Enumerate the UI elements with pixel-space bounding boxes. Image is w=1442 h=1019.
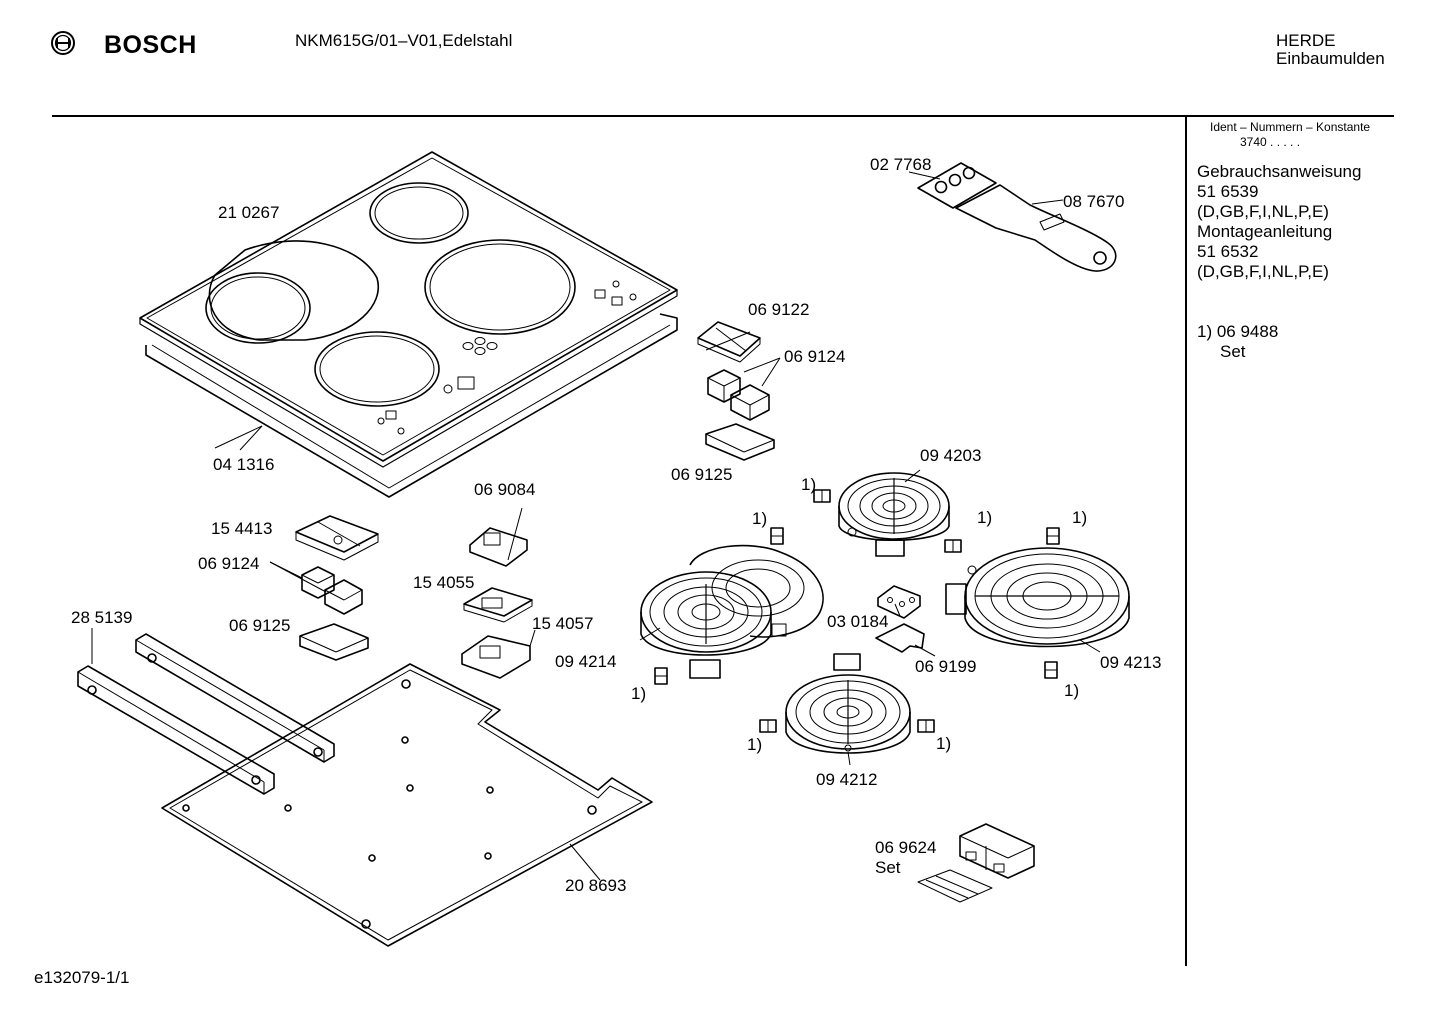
connector-clip-4 bbox=[1046, 527, 1060, 545]
footnote-marker-8: 1) bbox=[936, 734, 952, 753]
part-label-154057: 15 4057 bbox=[532, 614, 594, 633]
part-label-094212: 09 4212 bbox=[816, 770, 878, 789]
connector-clip-1 bbox=[813, 489, 831, 503]
control-housing bbox=[461, 629, 536, 679]
regulator-bracket bbox=[705, 423, 775, 461]
heating-element-09-4213 bbox=[945, 547, 1130, 648]
connector-clip-3 bbox=[944, 539, 962, 553]
connector-clip-8 bbox=[917, 719, 935, 733]
part-label-094214: 09 4214 bbox=[555, 652, 617, 671]
installation-label: Montageanleitung bbox=[1197, 222, 1333, 241]
model-designation: NKM615G/01–V01,Edelstahl bbox=[295, 31, 513, 50]
connector-clip-7 bbox=[759, 719, 777, 733]
energy-regulator-3 bbox=[301, 566, 335, 599]
manual-label: Gebrauchsanweisung bbox=[1197, 162, 1362, 181]
part-label-069624-set: Set bbox=[875, 858, 901, 877]
bosch-armature-icon bbox=[51, 31, 75, 55]
manual-languages: (D,GB,F,I,NL,P,E) bbox=[1197, 202, 1329, 221]
mounting-clip bbox=[875, 623, 925, 653]
part-label-069084: 06 9084 bbox=[474, 480, 536, 499]
part-label-069122: 06 9122 bbox=[748, 300, 810, 319]
part-label-069125-upper: 06 9125 bbox=[671, 465, 733, 484]
scraper-blade-plate bbox=[908, 162, 997, 209]
connector-clip-6 bbox=[1044, 661, 1058, 679]
category-secondary: Einbaumulden bbox=[1276, 49, 1385, 68]
heating-element-09-4203 bbox=[838, 472, 950, 557]
relay-module bbox=[469, 507, 528, 567]
connector-set bbox=[917, 823, 1035, 903]
installation-number: 51 6532 bbox=[1197, 242, 1259, 261]
part-label-030184: 03 0184 bbox=[827, 612, 889, 631]
heating-element-09-4214 bbox=[640, 544, 824, 679]
hob-glass-top bbox=[139, 151, 678, 468]
part-label-154413: 15 4413 bbox=[211, 519, 273, 538]
part-label-069125-left: 06 9125 bbox=[229, 616, 291, 635]
part-label-285139: 28 5139 bbox=[71, 608, 133, 627]
mounting-rail-2 bbox=[77, 665, 275, 795]
base-plate bbox=[161, 663, 653, 947]
brand-name: BOSCH bbox=[104, 31, 197, 59]
terminal-block bbox=[877, 585, 921, 619]
energy-regulator-cover bbox=[697, 321, 761, 363]
control-panel-insert bbox=[463, 587, 533, 623]
part-label-094213: 09 4213 bbox=[1100, 653, 1162, 672]
connector-clip-2 bbox=[770, 527, 784, 545]
part-label-069624: 06 9624 bbox=[875, 838, 937, 857]
ident-value: 3740 . . . . . bbox=[1240, 135, 1301, 149]
part-label-069124-upper: 06 9124 bbox=[784, 347, 846, 366]
footnote-marker-3: 1) bbox=[977, 508, 993, 527]
part-label-069124-left: 06 9124 bbox=[198, 554, 260, 573]
connector-clip-5 bbox=[654, 667, 668, 685]
footnote-marker-5: 1) bbox=[631, 684, 647, 703]
footnote-marker-1: 1) bbox=[801, 475, 817, 494]
energy-regulator-2 bbox=[730, 384, 770, 421]
ident-title: Ident – Nummern – Konstante bbox=[1210, 120, 1371, 134]
footnote-marker-2: 1) bbox=[752, 509, 768, 528]
part-label-087670: 08 7670 bbox=[1063, 192, 1125, 211]
heating-element-09-4212 bbox=[785, 653, 911, 754]
footnote-number: 1) 06 9488 bbox=[1197, 322, 1279, 341]
category-primary: HERDE bbox=[1276, 31, 1336, 50]
installation-languages: (D,GB,F,I,NL,P,E) bbox=[1197, 262, 1329, 281]
part-label-027768: 02 7768 bbox=[870, 155, 932, 174]
part-label-210267: 21 0267 bbox=[218, 203, 280, 222]
mounting-rail-1 bbox=[135, 633, 335, 763]
manual-number: 51 6539 bbox=[1197, 182, 1259, 201]
footnote-set: Set bbox=[1220, 342, 1246, 361]
footnote-marker-4: 1) bbox=[1072, 508, 1088, 527]
part-label-069199: 06 9199 bbox=[915, 657, 977, 676]
part-label-094203: 09 4203 bbox=[920, 446, 982, 465]
energy-regulator-1 bbox=[707, 369, 741, 403]
hob-gasket bbox=[145, 313, 678, 498]
footnote-marker-7: 1) bbox=[747, 735, 763, 754]
drawing-id: e132079-1/1 bbox=[34, 968, 130, 987]
switch-cover-left bbox=[295, 515, 379, 561]
part-label-208693: 20 8693 bbox=[565, 876, 627, 895]
glass-scraper bbox=[955, 184, 1117, 272]
energy-regulator-4 bbox=[324, 579, 363, 615]
part-label-041316: 04 1316 bbox=[213, 455, 275, 474]
part-label-154055: 15 4055 bbox=[413, 573, 475, 592]
switch-bracket-left bbox=[299, 623, 369, 661]
footnote-marker-6: 1) bbox=[1064, 681, 1080, 700]
